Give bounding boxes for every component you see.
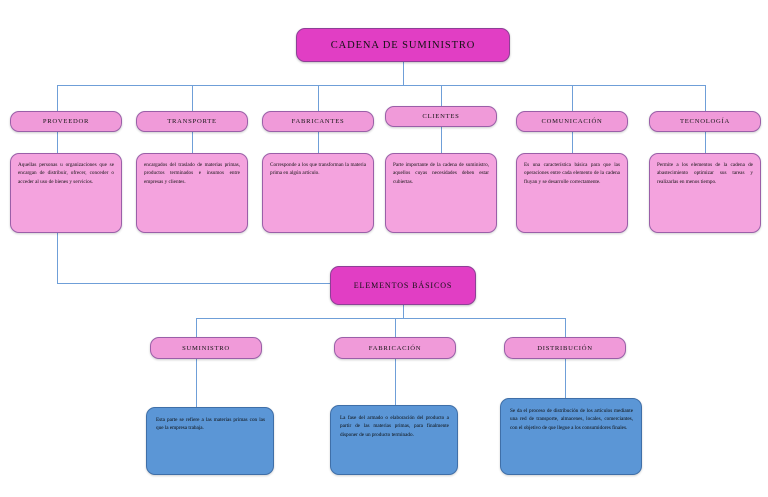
connector-drop-fabricacion	[395, 318, 396, 337]
node-header-tecnologia[interactable]: TECNOLOGÍA	[649, 111, 761, 132]
body-text-transporte: encargados del traslado de materias prim…	[144, 162, 240, 185]
node-elementos-basicos[interactable]: ELEMENTOS BÁSICOS	[330, 266, 476, 305]
node-body-distribucion[interactable]: Se da el proceso de distribución de los …	[500, 398, 642, 475]
body-text-comunicacion: Es una característica básica para que la…	[524, 162, 620, 185]
node-body-fabricantes[interactable]: Corresponde a los que transforman la mat…	[262, 153, 374, 233]
connector-drop-transporte	[192, 85, 193, 111]
node-header-transporte[interactable]: TRANSPORTE	[136, 111, 248, 132]
node-header-suministro[interactable]: SUMINISTRO	[150, 337, 262, 359]
connector-clientes-body	[441, 127, 442, 153]
header-label-distribucion: DISTRIBUCIÓN	[537, 344, 593, 352]
connector-suministro-body	[196, 359, 197, 407]
node-body-transporte[interactable]: encargados del traslado de materias prim…	[136, 153, 248, 233]
node-body-fabricacion[interactable]: La fase del armado o elaboración del pro…	[330, 405, 458, 475]
node-header-fabricacion[interactable]: FABRICACIÓN	[334, 337, 456, 359]
header-label-tecnologia: TECNOLOGÍA	[680, 118, 730, 125]
body-text-fabricantes: Corresponde a los que transforman la mat…	[270, 162, 366, 177]
node-header-clientes[interactable]: CLIENTES	[385, 106, 497, 127]
connector-drop-distribucion	[565, 318, 566, 337]
connector-left-rail-down	[57, 233, 58, 283]
header-label-proveedor: PROVEEDOR	[42, 118, 90, 125]
connector-left-rail-across	[57, 283, 335, 284]
node-header-proveedor[interactable]: PROVEEDOR	[10, 111, 122, 132]
connector-fabricantes-body	[318, 132, 319, 153]
node-body-proveedor[interactable]: Aquellas personas u organizaciones que s…	[10, 153, 122, 233]
node-body-clientes[interactable]: Parte importante de la cadena de suminis…	[385, 153, 497, 233]
node-header-comunicacion[interactable]: COMUNICACIÓN	[516, 111, 628, 132]
connector-drop-comunicacion	[572, 85, 573, 111]
node-elementos-basicos-label: ELEMENTOS BÁSICOS	[353, 281, 453, 290]
node-body-suministro[interactable]: Esta parte se refiere a las materias pri…	[146, 407, 274, 475]
connector-drop-suministro	[196, 318, 197, 337]
header-label-fabricacion: FABRICACIÓN	[368, 344, 422, 352]
header-label-transporte: TRANSPORTE	[167, 118, 217, 125]
body-text-tecnologia: Permite a los elementos de la cadena de …	[657, 162, 753, 185]
header-label-fabricantes: FABRICANTES	[291, 118, 345, 125]
connector-proveedor-body	[57, 132, 58, 153]
header-label-clientes: CLIENTES	[422, 113, 460, 120]
connector-transporte-body	[192, 132, 193, 153]
connector-drop-fabricantes	[318, 85, 319, 111]
connector-root-down	[403, 62, 404, 86]
body-text-fabricacion: La fase del armado o elaboración del pro…	[340, 415, 449, 438]
node-body-tecnologia[interactable]: Permite a los elementos de la cadena de …	[649, 153, 761, 233]
node-header-distribucion[interactable]: DISTRIBUCIÓN	[504, 337, 626, 359]
connector-level1-bus	[57, 85, 706, 86]
body-text-distribucion: Se da el proceso de distribución de los …	[510, 408, 633, 431]
connector-elementos-down	[403, 305, 404, 318]
node-root-cadena-de-suministro[interactable]: CADENA DE SUMINISTRO	[296, 28, 510, 62]
connector-comunicacion-body	[572, 132, 573, 153]
connector-drop-tecnologia	[705, 85, 706, 111]
node-body-comunicacion[interactable]: Es una característica básica para que la…	[516, 153, 628, 233]
body-text-clientes: Parte importante de la cadena de suminis…	[393, 162, 489, 185]
connector-drop-clientes	[441, 85, 442, 106]
connector-drop-proveedor	[57, 85, 58, 111]
connector-fabricacion-body	[395, 359, 396, 405]
header-label-suministro: SUMINISTRO	[182, 344, 230, 352]
body-text-proveedor: Aquellas personas u organizaciones que s…	[18, 162, 114, 185]
connector-tecnologia-body	[705, 132, 706, 153]
connector-distribucion-body	[565, 359, 566, 398]
header-label-comunicacion: COMUNICACIÓN	[541, 118, 603, 125]
node-header-fabricantes[interactable]: FABRICANTES	[262, 111, 374, 132]
body-text-suministro: Esta parte se refiere a las materias pri…	[156, 417, 265, 432]
connector-level2-bus	[196, 318, 565, 319]
node-root-label: CADENA DE SUMINISTRO	[330, 39, 476, 51]
